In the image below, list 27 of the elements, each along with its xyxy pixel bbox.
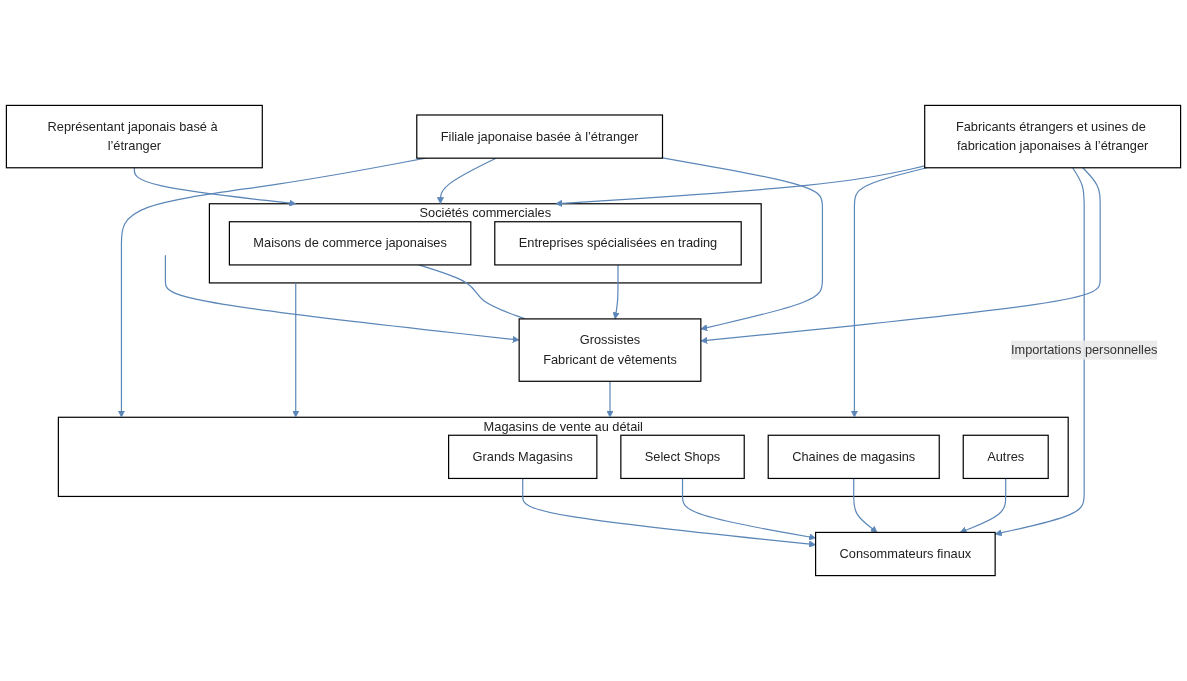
arrow: [133, 167, 297, 207]
arrow: [850, 167, 928, 418]
arrow: [612, 264, 620, 320]
node-box: Autres: [962, 434, 1049, 480]
node-box: Maisons de commerce japonaises: [228, 221, 472, 266]
arrow: [661, 157, 824, 332]
arrow: [606, 380, 614, 418]
arrow: [700, 167, 1101, 344]
node-box: Filiale japonaise basée à l’étranger: [416, 114, 664, 159]
arrow: [164, 254, 520, 343]
node-box: Représentant japonais basé à l’étranger: [5, 104, 263, 169]
arrow: [522, 477, 816, 548]
arrow: [994, 167, 1085, 537]
arrow: [959, 477, 1007, 534]
node-box: Grossistes Fabricant de vêtements: [518, 318, 702, 382]
arrow: [292, 282, 300, 418]
arrow: [681, 477, 816, 541]
arrow: [555, 165, 926, 207]
node-box: Select Shops: [620, 434, 745, 480]
node-box: Grands Magasins: [448, 434, 598, 480]
node-box: Entreprises spécialisées en trading: [494, 221, 742, 266]
edge-label: Importations personnelles: [1010, 342, 1158, 357]
arrow: [853, 477, 878, 533]
arrow: [436, 157, 497, 205]
node-box: Chaines de magasins: [767, 434, 940, 480]
node-box: Fabricants étrangers et usines de fabrication japonaises à l’étranger: [924, 104, 1182, 169]
node-box: Consommateurs finaux: [815, 531, 996, 577]
